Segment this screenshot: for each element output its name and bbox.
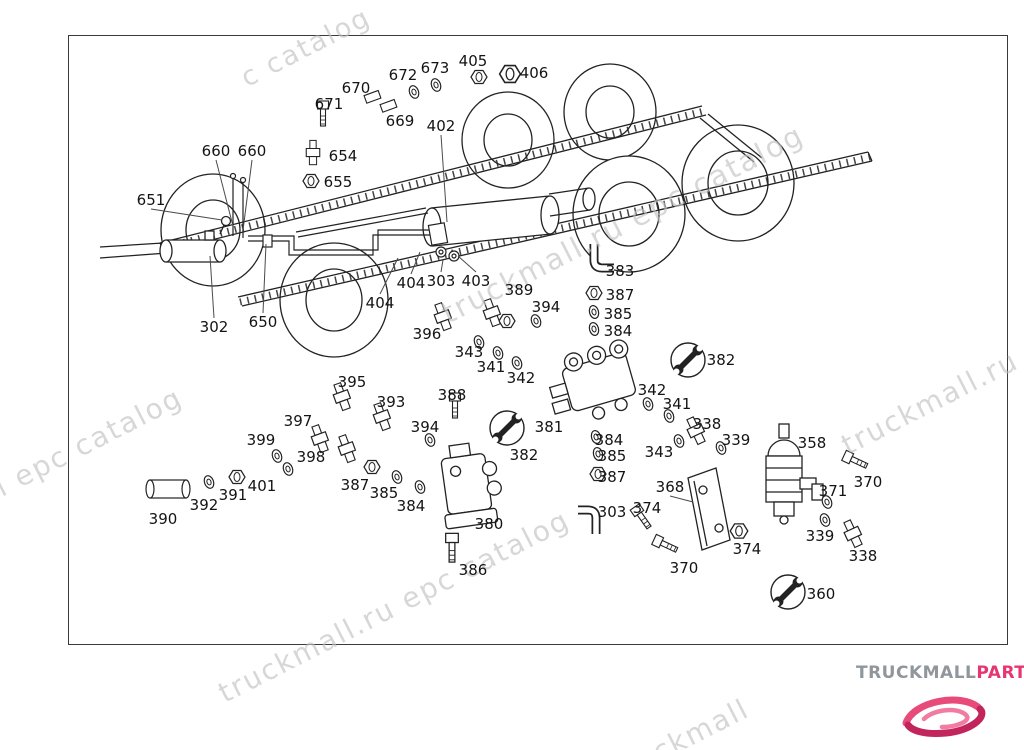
leader-line-402 xyxy=(440,134,448,223)
pipe-clamp-650 xyxy=(262,234,273,248)
bracket-plate-670 xyxy=(363,89,382,104)
leader-line-303 xyxy=(440,259,444,273)
elbow-fitting-303 xyxy=(578,505,601,534)
fitting-390 xyxy=(145,479,191,499)
bracket-plate-669 xyxy=(379,98,398,113)
valve-651 xyxy=(220,215,232,227)
logo-text-gray: TRUCKMALL xyxy=(856,663,977,683)
mounting-bracket-368 xyxy=(687,467,731,551)
diagram-border xyxy=(68,35,1008,645)
leader-line-651 xyxy=(150,208,223,221)
logo-text-red: PARTS xyxy=(976,663,1024,683)
pressure-regulator-358 xyxy=(765,423,824,525)
pipe-connector-402 xyxy=(427,222,449,246)
truckmall-logo[interactable]: TRUCKMALLPARTS xyxy=(856,663,1024,683)
leader-line-660 xyxy=(242,159,253,231)
brake-valve-380 xyxy=(440,442,502,530)
logo-swirl-icon[interactable] xyxy=(894,685,994,745)
air-tanks xyxy=(159,187,596,263)
elbow-fitting-383 xyxy=(589,244,614,273)
leader-line-404 xyxy=(379,257,399,295)
brake-valve-381 xyxy=(548,339,636,420)
leader-line-404 xyxy=(410,251,421,275)
leader-line-660 xyxy=(215,159,234,227)
leader-line-650 xyxy=(262,243,267,314)
leader-line-403 xyxy=(457,255,477,273)
wheels xyxy=(160,63,795,358)
leader-line-368 xyxy=(669,495,694,503)
leader-line-302 xyxy=(209,255,215,319)
brake-pipes xyxy=(229,172,460,262)
